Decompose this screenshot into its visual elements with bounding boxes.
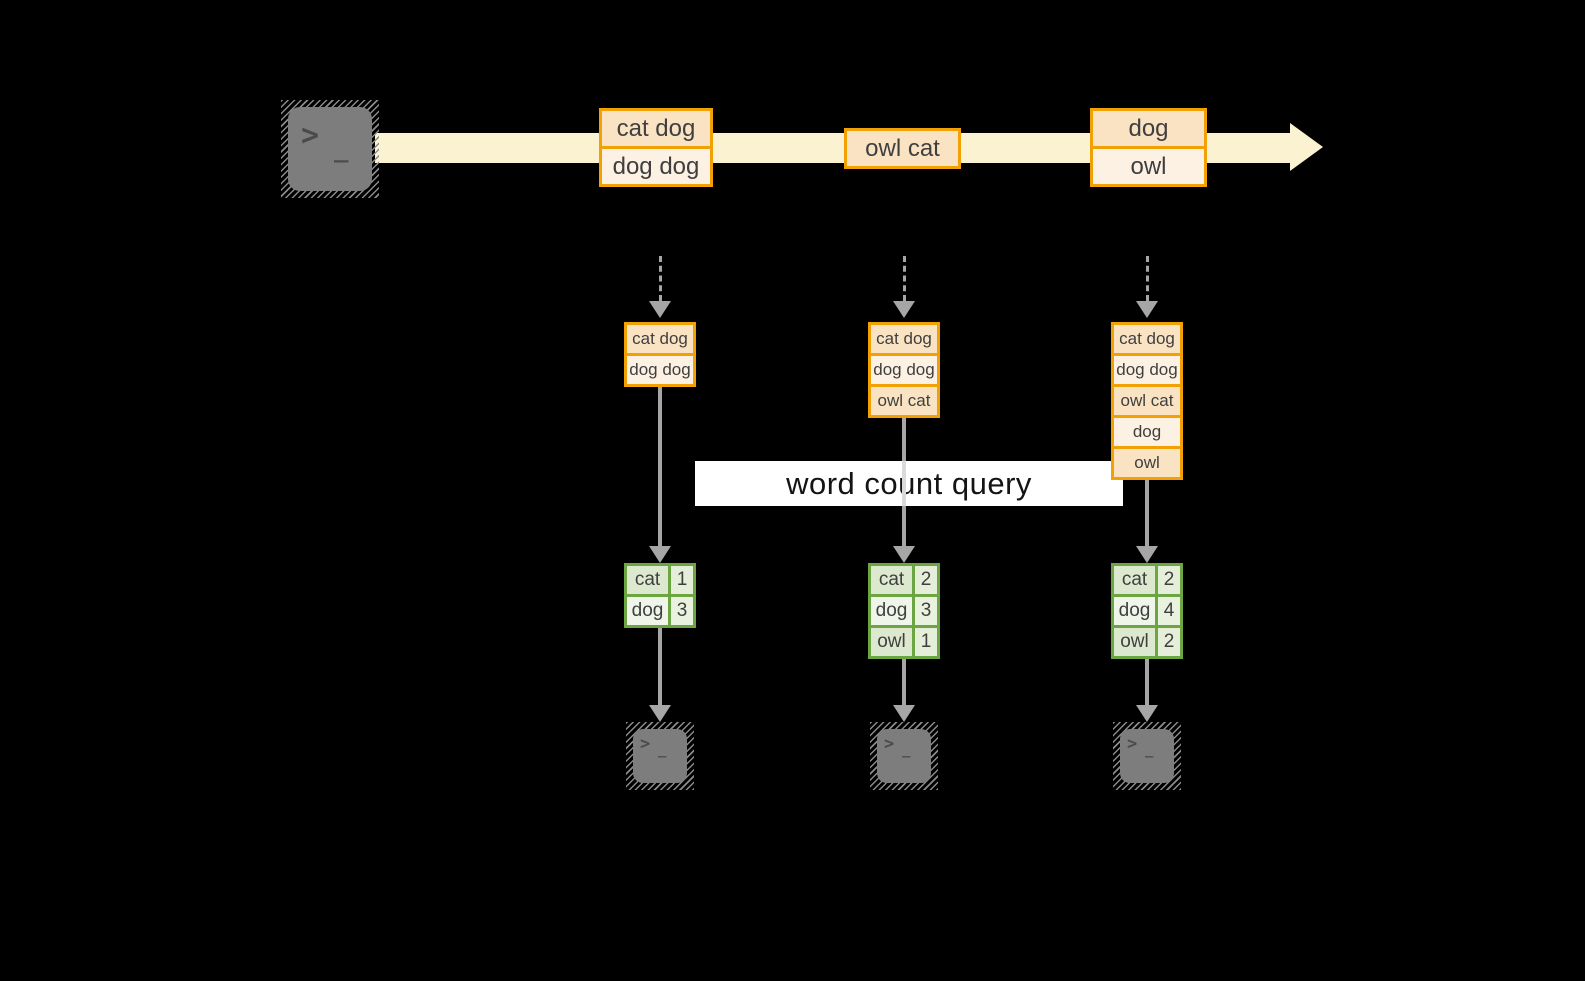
prompt-cursor-icon: _ bbox=[334, 135, 349, 163]
prompt-cursor-icon: _ bbox=[658, 742, 667, 758]
count-row: dog 4 bbox=[1114, 597, 1180, 625]
arrow-line bbox=[1145, 256, 1149, 301]
stream-event: dog dog bbox=[602, 149, 710, 184]
state-record: owl bbox=[1114, 449, 1180, 477]
terminal-body: > _ bbox=[633, 729, 687, 783]
count-row: cat 2 bbox=[1114, 566, 1180, 594]
solid-down-arrow bbox=[649, 387, 671, 563]
stream-event: owl bbox=[1093, 149, 1204, 184]
state-buffer-box-3: cat dog dog dog owl cat dog owl bbox=[1111, 322, 1183, 480]
stream-arrowhead-icon bbox=[1290, 123, 1323, 171]
arrow-line bbox=[1145, 659, 1149, 705]
arrow-head-icon bbox=[1136, 546, 1158, 563]
arrow-line bbox=[658, 628, 662, 705]
stream-event-box-3: dog owl bbox=[1090, 108, 1207, 187]
state-record: cat dog bbox=[871, 325, 937, 353]
count-word: cat bbox=[871, 566, 912, 594]
stream-event: cat dog bbox=[602, 111, 710, 146]
count-word: cat bbox=[1114, 566, 1155, 594]
count-value: 3 bbox=[915, 597, 937, 625]
query-label: word count query bbox=[786, 465, 1032, 501]
prompt-chevron-icon: > bbox=[301, 118, 320, 153]
terminal-body: > _ bbox=[877, 729, 931, 783]
state-buffer-box-2: cat dog dog dog owl cat bbox=[868, 322, 940, 418]
stream-event: owl cat bbox=[847, 131, 958, 166]
count-value: 4 bbox=[1158, 597, 1180, 625]
count-word: dog bbox=[871, 597, 912, 625]
count-row: owl 1 bbox=[871, 628, 937, 656]
arrow-line bbox=[1145, 480, 1149, 546]
solid-down-arrow bbox=[1136, 480, 1158, 563]
arrow-line bbox=[658, 256, 662, 301]
count-table-3: cat 2 dog 4 owl 2 bbox=[1111, 563, 1183, 659]
state-record: dog dog bbox=[627, 356, 693, 384]
query-label-band: word count query bbox=[695, 461, 1123, 506]
prompt-chevron-icon: > bbox=[884, 734, 895, 754]
prompt-cursor-icon: _ bbox=[902, 742, 911, 758]
arrow-head-icon bbox=[649, 705, 671, 722]
count-row: dog 3 bbox=[871, 597, 937, 625]
count-row: cat 1 bbox=[627, 566, 693, 594]
stream-event: dog bbox=[1093, 111, 1204, 146]
arrow-line bbox=[902, 659, 906, 705]
arrow-head-icon bbox=[649, 546, 671, 563]
dashed-down-arrow bbox=[893, 256, 915, 318]
count-value: 3 bbox=[671, 597, 693, 625]
count-row: owl 2 bbox=[1114, 628, 1180, 656]
prompt-cursor-icon: _ bbox=[1145, 742, 1154, 758]
state-record: dog bbox=[1114, 418, 1180, 446]
arrow-head-icon bbox=[1136, 301, 1158, 318]
count-row: cat 2 bbox=[871, 566, 937, 594]
count-word: dog bbox=[1114, 597, 1155, 625]
state-record: owl cat bbox=[1114, 387, 1180, 415]
count-row: dog 3 bbox=[627, 597, 693, 625]
count-word: dog bbox=[627, 597, 668, 625]
arrow-line bbox=[902, 418, 906, 546]
arrow-head-icon bbox=[893, 705, 915, 722]
count-value: 1 bbox=[671, 566, 693, 594]
state-record: owl cat bbox=[871, 387, 937, 415]
count-word: owl bbox=[871, 628, 912, 656]
count-value: 2 bbox=[1158, 628, 1180, 656]
solid-down-arrow bbox=[893, 418, 915, 563]
arrow-line bbox=[902, 256, 906, 301]
terminal-source-icon: > _ bbox=[281, 100, 379, 198]
count-word: owl bbox=[1114, 628, 1155, 656]
count-word: cat bbox=[627, 566, 668, 594]
prompt-chevron-icon: > bbox=[1127, 734, 1138, 754]
terminal-sink-icon-2: > _ bbox=[870, 722, 938, 790]
terminal-sink-icon-1: > _ bbox=[626, 722, 694, 790]
arrow-head-icon bbox=[649, 301, 671, 318]
arrow-head-icon bbox=[893, 301, 915, 318]
state-record: cat dog bbox=[627, 325, 693, 353]
terminal-sink-icon-3: > _ bbox=[1113, 722, 1181, 790]
prompt-chevron-icon: > bbox=[640, 734, 651, 754]
state-record: dog dog bbox=[871, 356, 937, 384]
count-value: 1 bbox=[915, 628, 937, 656]
stream-event-box-2: owl cat bbox=[844, 128, 961, 169]
count-table-2: cat 2 dog 3 owl 1 bbox=[868, 563, 940, 659]
dashed-down-arrow bbox=[1136, 256, 1158, 318]
stream-event-box-1: cat dog dog dog bbox=[599, 108, 713, 187]
state-record: cat dog bbox=[1114, 325, 1180, 353]
solid-down-arrow bbox=[1136, 659, 1158, 722]
count-value: 2 bbox=[1158, 566, 1180, 594]
count-table-1: cat 1 dog 3 bbox=[624, 563, 696, 628]
arrow-line bbox=[658, 387, 662, 546]
solid-down-arrow bbox=[649, 628, 671, 722]
terminal-body: > _ bbox=[288, 107, 372, 191]
arrow-head-icon bbox=[893, 546, 915, 563]
state-record: dog dog bbox=[1114, 356, 1180, 384]
state-buffer-box-1: cat dog dog dog bbox=[624, 322, 696, 387]
dashed-down-arrow bbox=[649, 256, 671, 318]
solid-down-arrow bbox=[893, 659, 915, 722]
terminal-body: > _ bbox=[1120, 729, 1174, 783]
count-value: 2 bbox=[915, 566, 937, 594]
arrow-head-icon bbox=[1136, 705, 1158, 722]
